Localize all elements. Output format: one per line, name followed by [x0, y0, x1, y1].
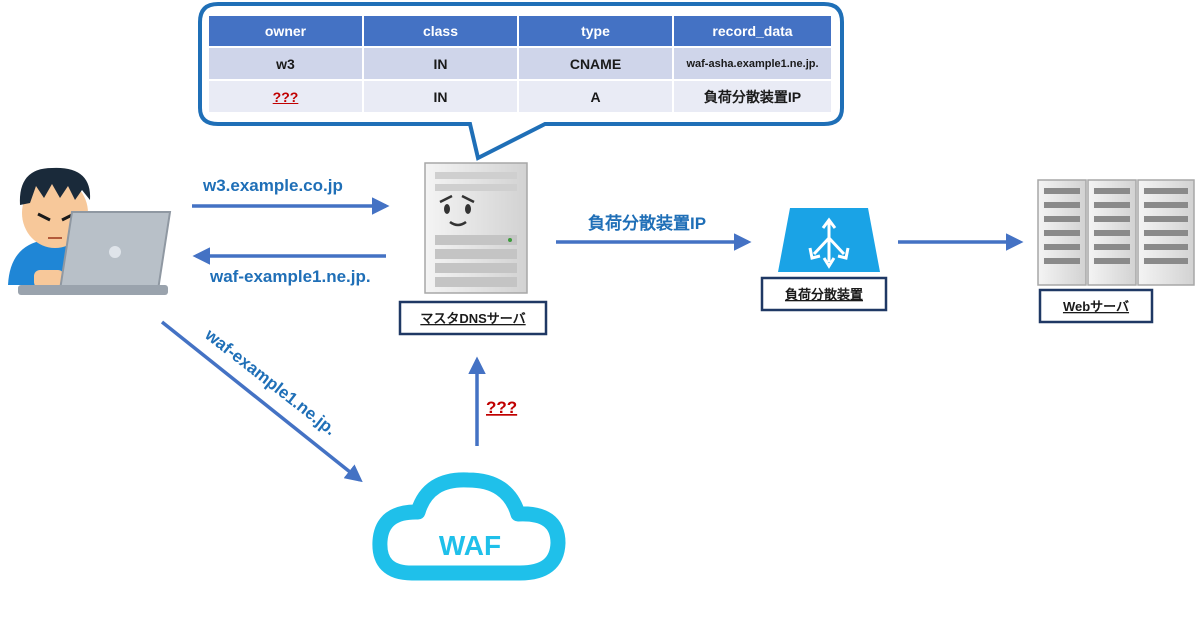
reply-label: waf-example1.ne.jp. — [209, 267, 371, 286]
to-waf-label: waf-example1.ne.jp. — [201, 325, 340, 439]
table-header: type — [517, 14, 674, 48]
table-header: class — [362, 14, 519, 48]
load-balancer-icon — [778, 208, 880, 272]
table-header-row: owner class type record_data — [207, 14, 833, 48]
user-laptop-icon — [8, 167, 172, 295]
web-server-icon — [1037, 179, 1195, 286]
table-cell: 負荷分散装置IP — [672, 79, 833, 114]
table-cell: CNAME — [517, 46, 674, 81]
table-cell: IN — [362, 46, 519, 81]
table-cell-unknown-owner: ??? — [207, 79, 364, 114]
web-server-label: Webサーバ — [1063, 299, 1129, 314]
table-cell: IN — [362, 79, 519, 114]
arrow-to-waf — [160, 320, 363, 483]
waf-to-dns-label: ??? — [486, 398, 517, 417]
table-cell: A — [517, 79, 674, 114]
dns-server-label-box — [398, 300, 548, 336]
dns-server-icon — [424, 162, 528, 294]
table-row: ??? IN A 負荷分散装置IP — [207, 79, 833, 114]
waf-cloud-icon: WAF — [372, 472, 566, 581]
load-balancer-label: 負荷分散装置 — [785, 287, 863, 302]
table-header: owner — [207, 14, 364, 48]
dns-record-table: owner class type record_data w3 IN CNAME… — [207, 14, 833, 114]
query-label: w3.example.co.jp — [202, 176, 343, 195]
to-lb-label: 負荷分散装置IP — [588, 213, 706, 233]
table-cell: waf-asha.example1.ne.jp. — [672, 46, 833, 81]
dns-server-label: マスタDNSサーバ — [420, 311, 525, 326]
waf-label: WAF — [439, 530, 501, 561]
table-cell: w3 — [207, 46, 364, 81]
table-row: w3 IN CNAME waf-asha.example1.ne.jp. — [207, 46, 833, 81]
table-header: record_data — [672, 14, 833, 48]
web-server-label-box — [1038, 288, 1154, 324]
load-balancer-label-box — [760, 276, 888, 312]
